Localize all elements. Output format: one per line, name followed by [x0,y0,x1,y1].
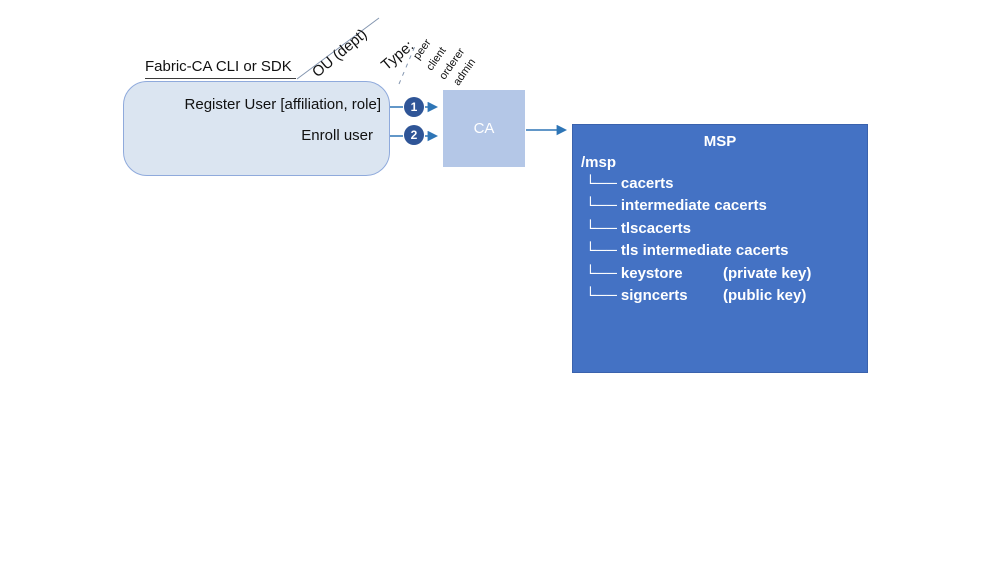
tree-item-note: (private key) [723,264,812,282]
enroll-user-label: Enroll user [301,127,373,144]
tree-row-tlscacerts: └──tlscacerts [585,220,865,242]
tree-item-name: tlscacerts [620,219,691,237]
tree-item-name: intermediate cacerts [620,197,767,215]
tree-branch-glyph: └── [585,242,617,260]
tree-branch-glyph: └── [585,264,617,282]
msp-root-path: /msp [581,154,617,171]
tree-item-name: signcerts [620,286,688,304]
tree-row-tls-intermediate-cacerts: └──tls intermediate cacerts [585,242,865,264]
client-heading: Fabric-CA CLI or SDK [145,58,296,79]
tree-item-name: cacerts [620,175,674,192]
msp-tree: └──cacerts └──intermediate cacerts └──tl… [585,175,865,309]
register-user-label: Register User [affiliation, role] [184,96,381,113]
step-1-badge: 1 [404,97,424,117]
tree-row-cacerts: └──cacerts [585,175,865,197]
tree-item-name: keystore [620,264,683,282]
tree-row-signcerts: └──signcerts (public key) [585,287,865,309]
client-box [123,81,390,176]
tree-row-intermediate-cacerts: └──intermediate cacerts [585,197,865,219]
tree-branch-glyph: └── [585,286,617,304]
tree-item-name: tls intermediate cacerts [620,242,789,260]
ou-dept-annotation: OU (dept) [309,25,371,81]
tree-branch-glyph: └── [585,219,617,237]
tree-branch-glyph: └── [585,175,617,192]
msp-title: MSP [703,133,737,150]
tree-row-keystore: └──keystore (private key) [585,265,865,287]
ca-label: CA [473,120,495,137]
step-2-badge: 2 [404,125,424,145]
msp-box: MSP /msp └──cacerts └──intermediate cace… [572,124,868,373]
tree-branch-glyph: └── [585,197,617,215]
ca-box: CA [443,90,525,167]
tree-item-note: (public key) [723,286,807,304]
